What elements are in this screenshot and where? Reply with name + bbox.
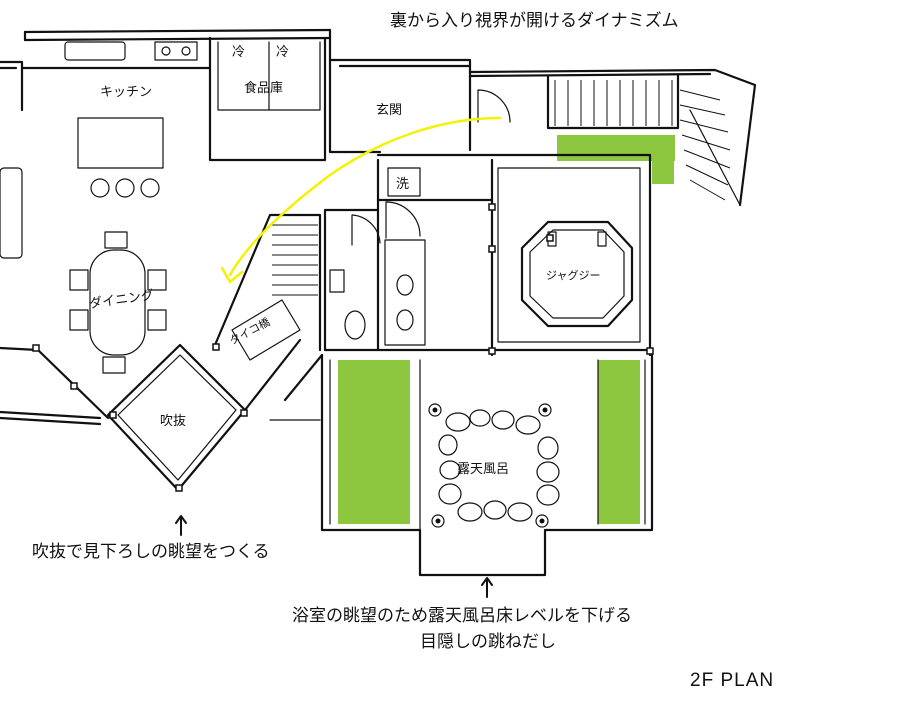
room-label-kitchen: キッチン bbox=[100, 85, 152, 100]
bath-stones bbox=[428, 403, 560, 528]
note-left: 吹抜で見下ろしの眺望をつくる bbox=[32, 542, 270, 562]
room-label-pantry: 食品庫 bbox=[244, 80, 283, 96]
note-bottom-line1: 浴室の眺望のため露天風呂床レベルを下げる bbox=[292, 606, 632, 626]
room-label-wash: 洗 bbox=[396, 177, 409, 192]
room-label-jacuzzi: ジャグジー bbox=[546, 268, 600, 282]
green-area-top bbox=[557, 135, 675, 161]
sight-line-arrow bbox=[220, 116, 502, 284]
kitchen-fixtures bbox=[0, 41, 198, 259]
fridge-label-1: 冷 bbox=[232, 45, 245, 60]
green-area-top-small bbox=[652, 160, 674, 184]
dining-set bbox=[69, 231, 167, 374]
note-bottom-line2: 目隠しの跳ねだし bbox=[420, 632, 556, 652]
bath-fixtures bbox=[329, 269, 414, 340]
plan-title: 2F PLAN bbox=[690, 670, 775, 691]
note-top: 裏から入り視界が開けるダイナミズム bbox=[390, 11, 679, 31]
jacuzzi-tub bbox=[520, 220, 634, 328]
room-label-void: 吹抜 bbox=[160, 413, 186, 429]
posts bbox=[32, 203, 654, 492]
green-area-right bbox=[598, 360, 640, 524]
walls bbox=[0, 28, 757, 577]
doors bbox=[351, 89, 511, 246]
greenery-areas bbox=[338, 135, 675, 524]
stair-middle bbox=[272, 224, 318, 296]
annotation-arrows bbox=[175, 515, 493, 598]
room-label-open-bath: 露天風呂 bbox=[457, 462, 509, 477]
fridge-label-2: 冷 bbox=[276, 45, 289, 60]
green-area-left bbox=[338, 360, 410, 524]
stair-top-right bbox=[554, 80, 741, 206]
room-label-entrance: 玄関 bbox=[376, 103, 402, 118]
